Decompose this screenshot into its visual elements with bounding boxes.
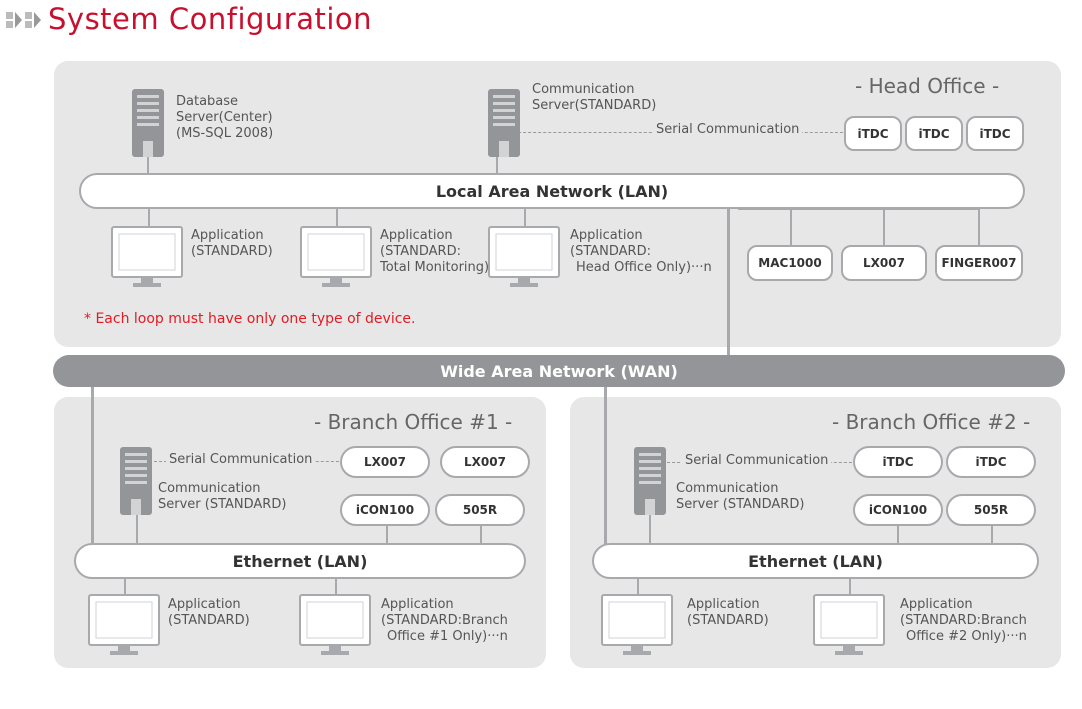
monitor-icon — [299, 594, 371, 656]
ethernet-bar-branch1: Ethernet (LAN) — [74, 543, 526, 579]
app-label: Application (STANDARD: Head Office Only)… — [570, 228, 712, 276]
connector — [883, 209, 885, 245]
serial-comm-label: Serial Communication — [682, 453, 832, 469]
app-line: Total Monitoring) — [380, 260, 490, 275]
ethernet-bar-branch2: Ethernet (LAN) — [592, 543, 1039, 579]
head-devices-hline — [738, 209, 980, 210]
communication-server-icon — [488, 89, 520, 157]
app-line: Application — [900, 597, 973, 612]
branch1-label: - Branch Office #1 - — [314, 410, 513, 434]
connector — [790, 209, 792, 245]
app-label: Application (STANDARD) — [687, 597, 769, 629]
page-title: System Configuration — [48, 2, 373, 36]
comm-server-line: Server (STANDARD) — [676, 497, 805, 512]
app-line: (STANDARD: — [570, 244, 651, 259]
connector — [147, 157, 149, 175]
monitor-icon — [111, 226, 183, 288]
comm-server-label: Communication Server (STANDARD) — [676, 481, 804, 513]
connector — [148, 208, 150, 228]
app-line: Application — [381, 597, 454, 612]
mac1000-device: MAC1000 — [747, 245, 833, 281]
connector — [336, 208, 338, 228]
monitor-icon — [488, 226, 560, 288]
db-server-label: Database Server(Center) (MS-SQL 2008) — [176, 94, 273, 142]
comm-server-line: Communication — [158, 481, 261, 496]
monitor-icon — [88, 594, 160, 656]
505r-device: 505R — [435, 494, 525, 526]
connector — [335, 577, 337, 595]
itdc-device: iTDC — [966, 116, 1024, 151]
connector — [897, 525, 899, 545]
app-line: Application — [168, 597, 241, 612]
monitor-icon — [813, 594, 885, 656]
connector — [124, 577, 126, 595]
lan-wan-link — [727, 196, 730, 356]
comm-server-line: Server (STANDARD) — [158, 497, 287, 512]
title-arrows-icon — [6, 10, 44, 30]
connector — [136, 515, 138, 545]
head-office-label: - Head Office - — [855, 74, 1000, 98]
icon100-device: iCON100 — [853, 494, 943, 526]
app-line: Application — [380, 228, 453, 243]
comm-server-label: Communication Server(STANDARD) — [532, 82, 656, 114]
communication-server-icon — [634, 447, 666, 515]
app-label: Application (STANDARD:Branch Office #1 O… — [381, 597, 508, 645]
comm-server-line: Communication — [532, 82, 635, 97]
app-line: (STANDARD) — [168, 613, 250, 628]
lx007-device: LX007 — [440, 446, 530, 478]
monitor-icon — [601, 594, 673, 656]
comm-server-label: Communication Server (STANDARD) — [158, 481, 286, 513]
database-server-icon — [132, 89, 164, 157]
app-line: Application — [570, 228, 643, 243]
app-line: Application — [687, 597, 760, 612]
app-line: Head Office Only)···n — [576, 260, 712, 275]
db-server-line: Database — [176, 94, 239, 109]
wan-branch2-link — [604, 386, 607, 546]
itdc-device: iTDC — [905, 116, 963, 151]
finger007-device: FINGER007 — [935, 245, 1023, 281]
app-label: Application (STANDARD) — [168, 597, 250, 629]
wide-area-network-bar: Wide Area Network (WAN) — [53, 355, 1065, 387]
connector — [480, 525, 482, 545]
local-area-network-bar: Local Area Network (LAN) — [79, 173, 1025, 209]
app-line: (STANDARD:Branch — [900, 613, 1027, 628]
connector — [386, 525, 388, 545]
connector — [524, 208, 526, 228]
comm-server-line: Communication — [676, 481, 779, 496]
505r-device: 505R — [946, 494, 1036, 526]
connector — [849, 577, 851, 595]
connector — [496, 157, 498, 175]
app-line: (STANDARD) — [191, 244, 273, 259]
lx007-device: LX007 — [841, 245, 927, 281]
db-server-line: Server(Center) — [176, 110, 273, 125]
connector — [978, 209, 980, 245]
app-label: Application (STANDARD) — [191, 228, 273, 260]
app-line: Office #2 Only)···n — [906, 629, 1027, 644]
serial-comm-label: Serial Communication — [653, 122, 803, 138]
icon100-device: iCON100 — [340, 494, 430, 526]
app-line: (STANDARD) — [687, 613, 769, 628]
itdc-device: iTDC — [844, 116, 902, 151]
connector — [649, 515, 651, 545]
itdc-device: iTDC — [853, 446, 943, 478]
comm-server-line: Server(STANDARD) — [532, 98, 657, 113]
app-line: (STANDARD:Branch — [381, 613, 508, 628]
device-loop-note: * Each loop must have only one type of d… — [84, 311, 416, 327]
serial-comm-label: Serial Communication — [166, 452, 316, 468]
lx007-device: LX007 — [340, 446, 430, 478]
itdc-device: iTDC — [946, 446, 1036, 478]
branch2-label: - Branch Office #2 - — [832, 410, 1031, 434]
wan-branch1-link — [91, 386, 94, 546]
connector — [637, 577, 639, 595]
app-label: Application (STANDARD: Total Monitoring) — [380, 228, 489, 276]
db-server-line: (MS-SQL 2008) — [176, 126, 274, 141]
app-line: Application — [191, 228, 264, 243]
app-line: Office #1 Only)···n — [387, 629, 508, 644]
app-label: Application (STANDARD:Branch Office #2 O… — [900, 597, 1027, 645]
communication-server-icon — [120, 447, 152, 515]
monitor-icon — [300, 226, 372, 288]
app-line: (STANDARD: — [380, 244, 461, 259]
connector — [991, 525, 993, 545]
